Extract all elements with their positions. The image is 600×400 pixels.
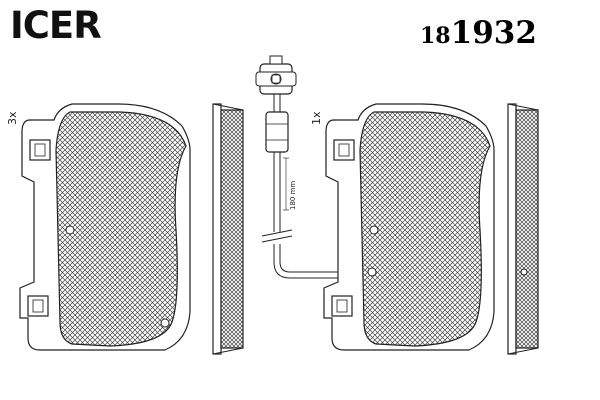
pad-right-hole-lower [367,267,377,277]
pad-left-side [212,103,244,355]
pad-right-side [507,103,539,355]
sensor-sleeve [265,111,289,153]
pad-left [19,103,191,351]
part-number-prefix: 18 [420,23,451,49]
pad-right-hole-upper [369,225,379,235]
sensor-cable [273,244,346,279]
sensor-cable-length: 180 mm [289,181,297,210]
pad-left-hole-upper [65,225,75,235]
pad-left-friction-material [55,111,187,347]
part-number-main: 1932 [450,15,537,51]
pad-left-hole-lower [160,318,170,328]
brand-logo: ICER [10,4,102,47]
pad-right-side-marker [520,268,528,276]
pad-right [323,103,495,351]
part-number: 181932 [420,18,537,49]
pad-right-friction-material [359,111,491,347]
brand-logo-text: ICER [10,4,102,47]
